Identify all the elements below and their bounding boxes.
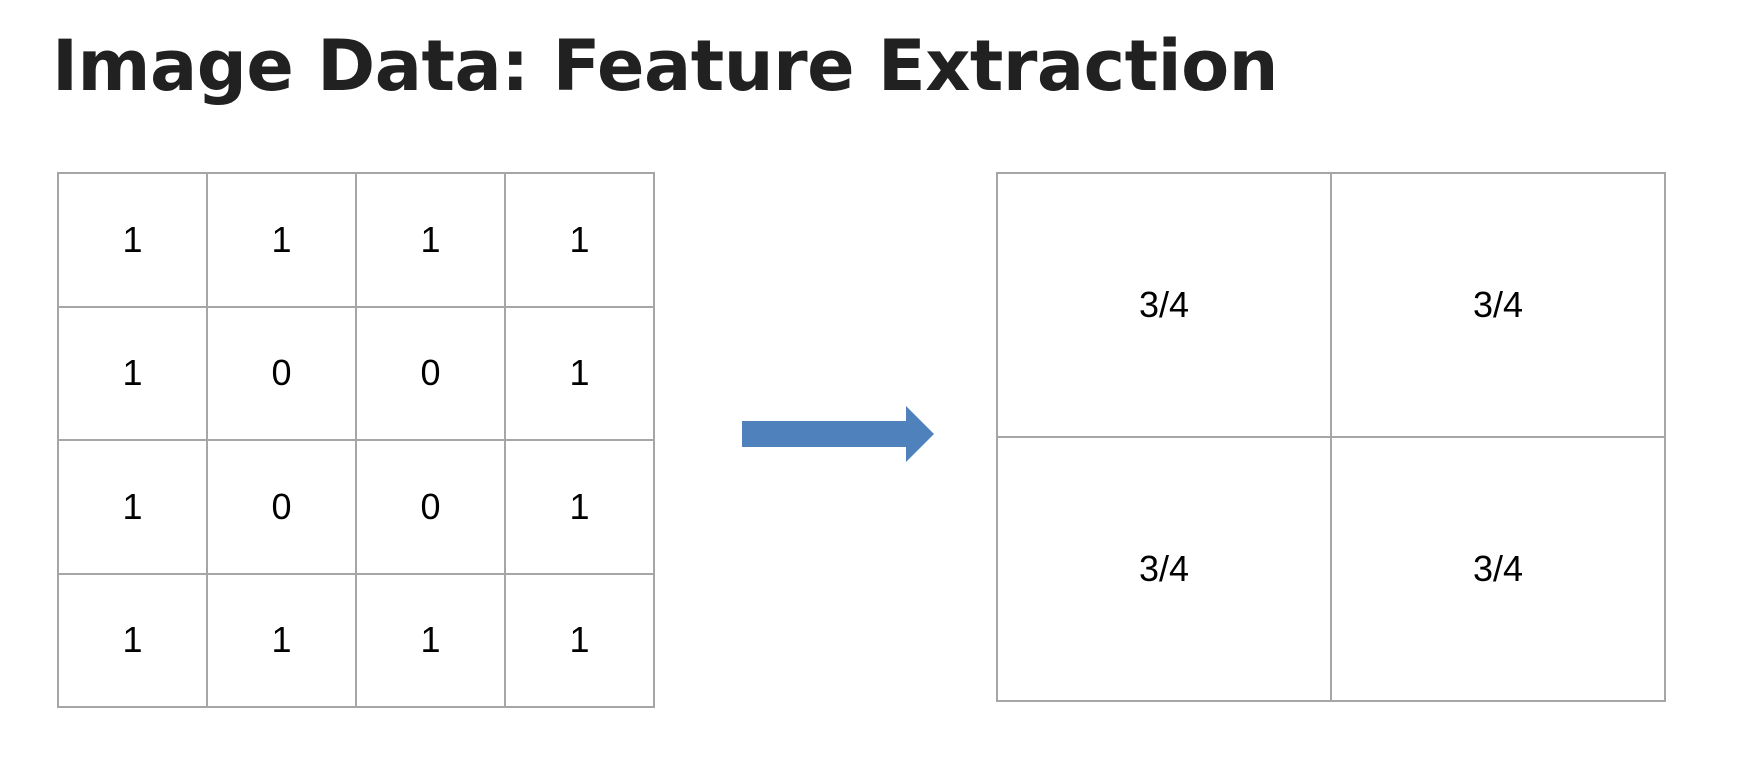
input-cell: 0 bbox=[206, 439, 357, 575]
output-grid-row: 3/4 3/4 bbox=[996, 172, 1666, 438]
input-cell: 1 bbox=[57, 439, 208, 575]
output-cell: 3/4 bbox=[996, 436, 1332, 702]
input-cell: 0 bbox=[206, 305, 357, 441]
output-cell: 3/4 bbox=[1330, 172, 1666, 438]
output-grid: 3/4 3/4 3/4 3/4 bbox=[996, 172, 1666, 702]
input-grid-row: 1 0 0 1 bbox=[57, 439, 655, 575]
input-cell: 1 bbox=[355, 572, 506, 708]
right-arrow-icon bbox=[742, 406, 934, 462]
input-cell: 1 bbox=[504, 439, 655, 575]
input-cell: 1 bbox=[206, 572, 357, 708]
output-cell: 3/4 bbox=[1330, 436, 1666, 702]
input-cell: 1 bbox=[504, 172, 655, 308]
input-grid-row: 1 0 0 1 bbox=[57, 305, 655, 441]
input-cell: 1 bbox=[504, 572, 655, 708]
input-cell: 0 bbox=[355, 439, 506, 575]
output-grid-row: 3/4 3/4 bbox=[996, 436, 1666, 702]
input-cell: 1 bbox=[206, 172, 357, 308]
output-cell: 3/4 bbox=[996, 172, 1332, 438]
slide-title: Image Data: Feature Extraction bbox=[52, 25, 1279, 107]
input-grid-row: 1 1 1 1 bbox=[57, 172, 655, 308]
input-grid: 1 1 1 1 1 0 0 1 1 0 0 1 1 1 1 1 bbox=[57, 172, 655, 708]
input-cell: 1 bbox=[504, 305, 655, 441]
input-grid-row: 1 1 1 1 bbox=[57, 572, 655, 708]
input-cell: 0 bbox=[355, 305, 506, 441]
input-cell: 1 bbox=[57, 305, 208, 441]
input-cell: 1 bbox=[355, 172, 506, 308]
input-cell: 1 bbox=[57, 172, 208, 308]
input-cell: 1 bbox=[57, 572, 208, 708]
